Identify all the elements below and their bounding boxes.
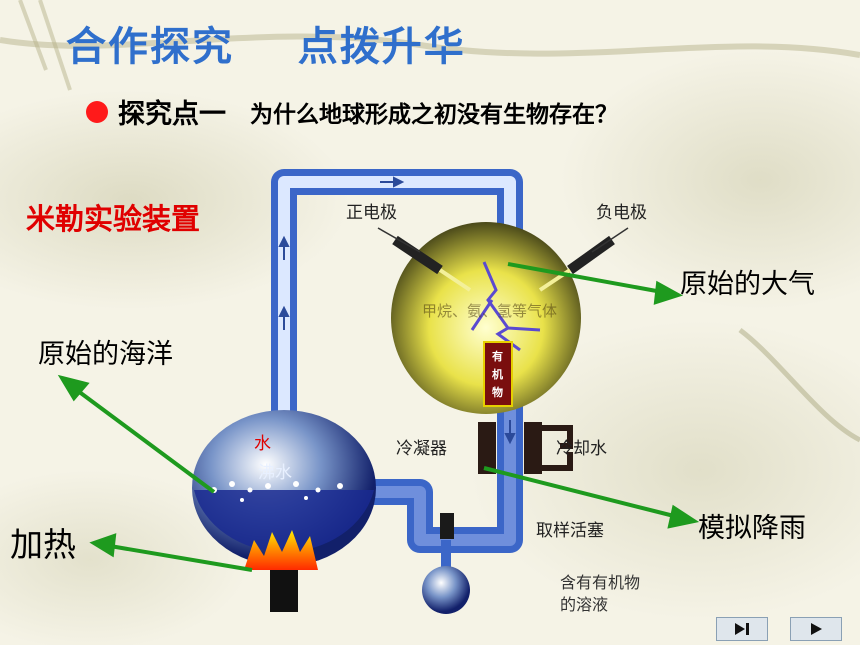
simulated-rain-label: 模拟降雨 — [698, 513, 806, 544]
play-next-icon — [811, 623, 822, 635]
condenser-icon — [478, 422, 573, 474]
sampling-valve-label: 取样活塞 — [536, 521, 604, 541]
heating-label: 加热 — [10, 525, 76, 564]
slide-title: 合作探究 点拨升华 — [66, 24, 466, 70]
primitive-ocean-label: 原始的海洋 — [38, 339, 173, 370]
negative-electrode-label: 负电极 — [596, 203, 647, 223]
flow-arrow-icons — [278, 176, 516, 445]
boiling-water-label: 沸水 — [258, 463, 292, 483]
organic-char-2: 机 — [492, 367, 503, 381]
positive-electrode-label: 正电极 — [346, 203, 397, 223]
electrode-icons — [377, 227, 629, 292]
solution-label-line1: 含有有机物 — [560, 573, 640, 592]
bubble-icons — [211, 481, 343, 502]
question-text: 为什么地球形成之初没有生物存在？ — [250, 101, 618, 128]
skip-to-end-icon — [735, 623, 749, 635]
gases-label: 甲烷、氨、氢等气体 — [422, 302, 557, 320]
burner-icon — [270, 568, 298, 612]
sampling-valve-icon — [440, 513, 454, 539]
primitive-atmosphere-label: 原始的大气 — [680, 269, 815, 300]
flame-icon — [244, 530, 318, 570]
condenser-label: 冷凝器 — [396, 439, 447, 459]
organic-matter-box — [483, 341, 513, 407]
organic-char-1: 有 — [492, 349, 503, 363]
experiment-label: 米勒实验装置 — [26, 202, 201, 236]
solution-label-line2: 的溶液 — [560, 595, 608, 614]
lightning-spark-icon — [470, 261, 541, 352]
question-row: 探究点一 为什么地球形成之初没有生物存在？ — [86, 92, 618, 131]
collection-flask — [422, 566, 470, 614]
organic-char-3: 物 — [492, 385, 503, 399]
bullet-dot-icon — [86, 100, 108, 123]
next-slide-button[interactable] — [790, 617, 842, 641]
skip-to-end-button[interactable] — [716, 617, 768, 641]
water-label: 水 — [254, 434, 271, 454]
point-label: 探究点一 — [118, 99, 226, 130]
cooling-water-label: 冷却水 — [556, 439, 607, 459]
annotation-arrows — [57, 262, 700, 572]
